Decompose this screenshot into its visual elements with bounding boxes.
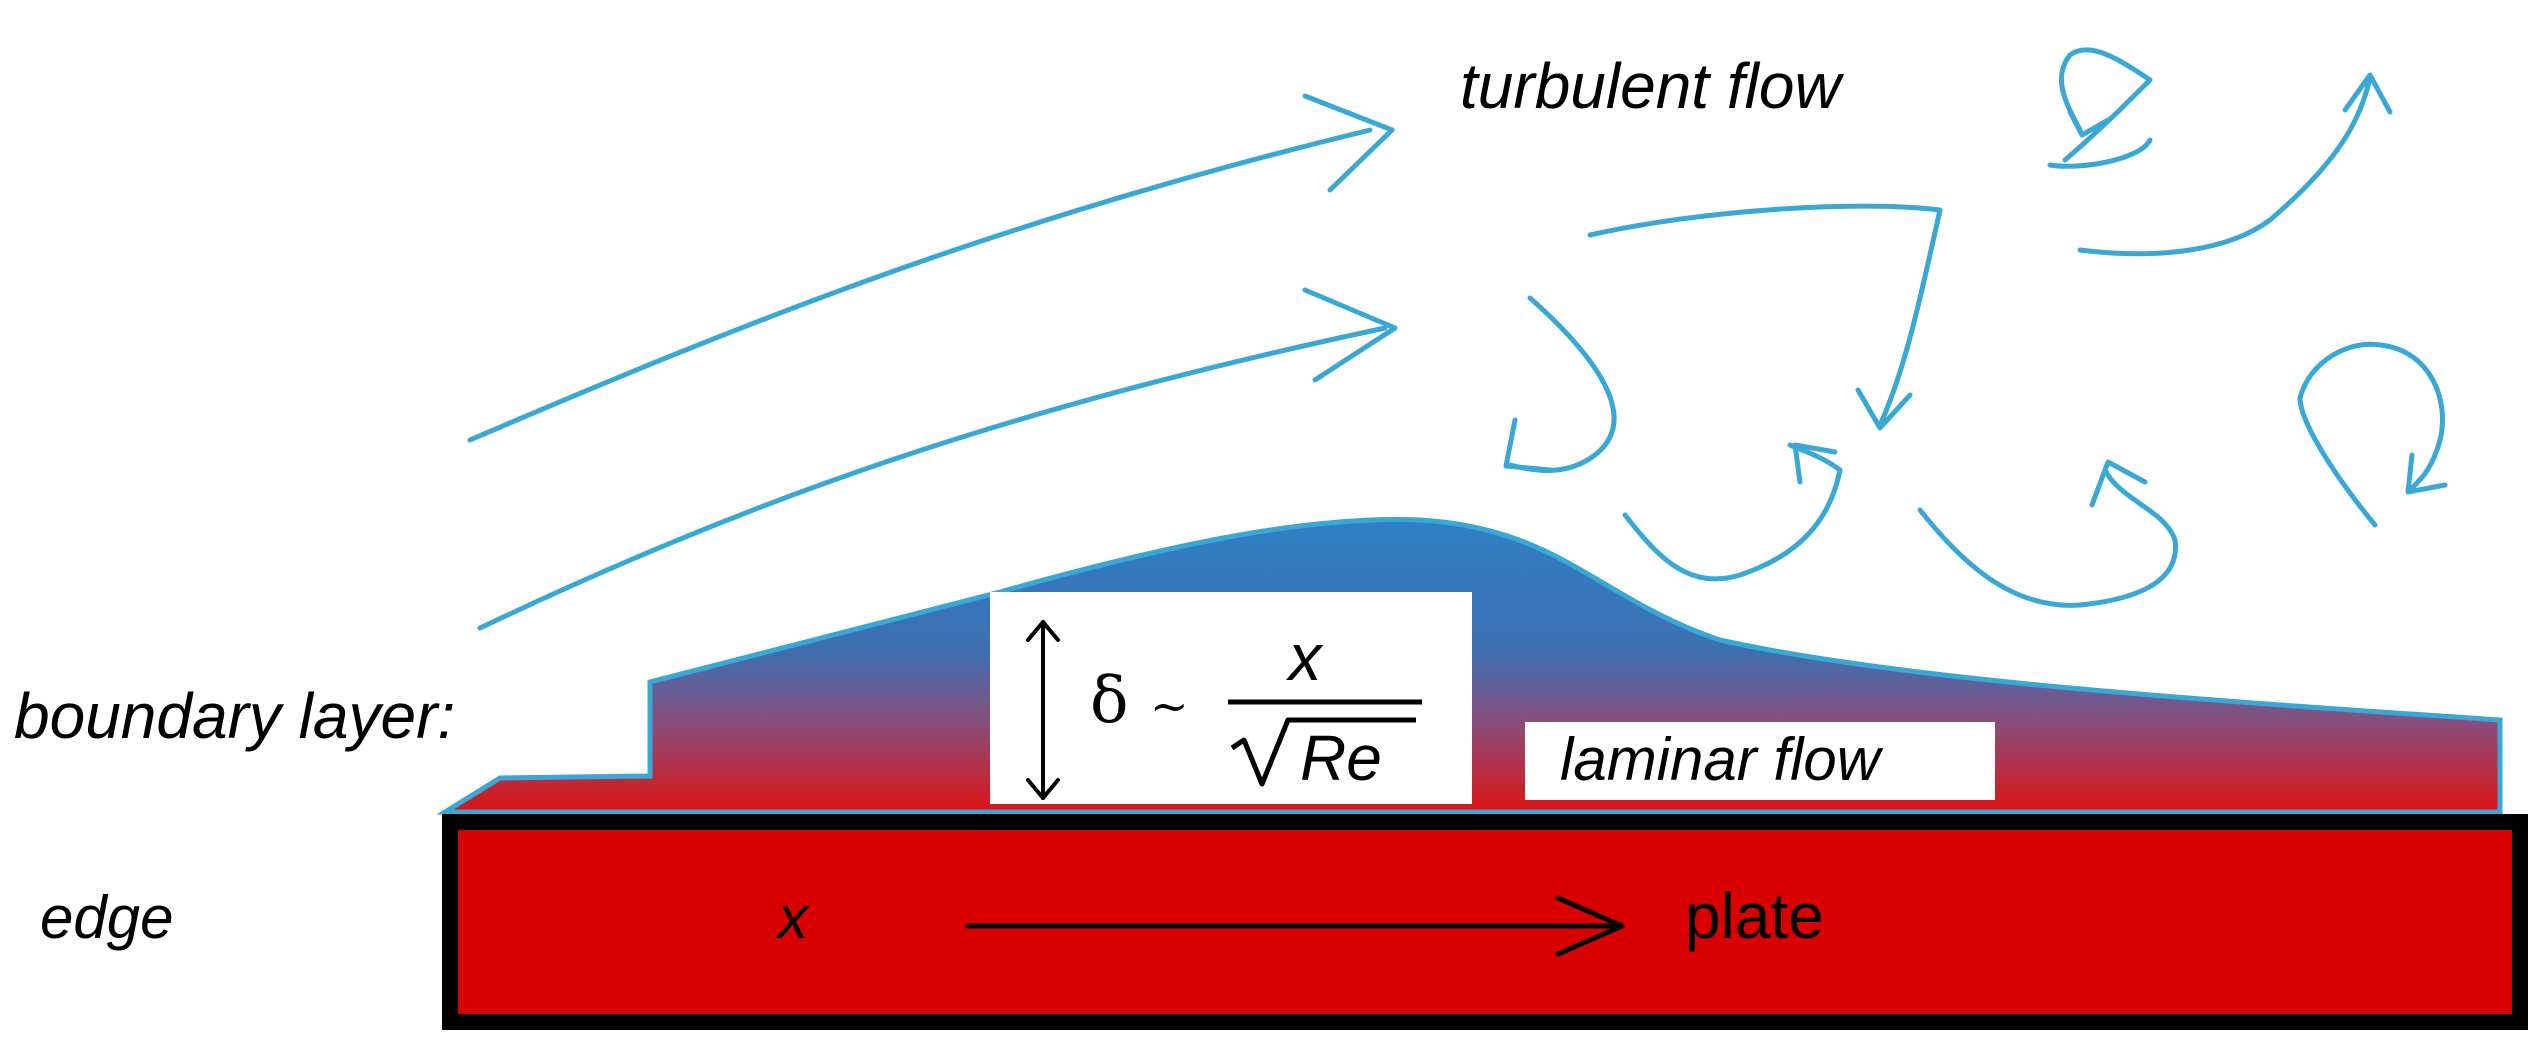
turbulent-swirl-icon [1622, 442, 1843, 582]
plate-label: plate [1685, 880, 1824, 952]
x-direction-arrow-icon [965, 895, 1625, 957]
square-root-icon [1230, 717, 1416, 787]
flow-arrow-head-icon [1302, 287, 1398, 383]
formula-delta: δ [1090, 664, 1129, 738]
formula-denominator: Re [1300, 722, 1382, 794]
flow-arrow-head-icon [2342, 72, 2393, 115]
x-label: x [775, 884, 810, 951]
formula-tilde: ~ [1150, 679, 1189, 733]
flow-arrow-icon [467, 127, 1373, 443]
formula-numerator: x [1286, 620, 1324, 694]
laminar-label-box [1525, 722, 1995, 800]
turbulent-swirl-icon [2077, 75, 2373, 257]
edge-label: edge [40, 884, 173, 951]
turbulent-swirl-icon [1587, 203, 1943, 428]
turbulent-swirl-icon [2297, 341, 2445, 528]
thickness-double-arrow-icon [1026, 620, 1060, 800]
flow-arrow-head-icon [1302, 93, 1395, 193]
flow-arrow-head-icon [2067, 109, 2111, 138]
flow-arrow-head-icon [1503, 417, 1553, 473]
flow-arrow-icon [477, 325, 1388, 631]
flow-arrow-head-icon [2405, 452, 2448, 495]
boundary-layer-region [436, 517, 2503, 815]
turbulent-flow-label: turbulent flow [1460, 50, 1844, 122]
turbulent-swirl-icon [2047, 137, 2153, 169]
turbulent-swirl-icon [1507, 295, 1617, 473]
laminar-flow-label: laminar flow [1560, 726, 1884, 793]
flow-arrow-head-icon [1792, 442, 1838, 485]
boundary-layer-label: boundary layer: [14, 680, 455, 752]
plate [442, 814, 2528, 1030]
turbulent-swirl-icon [1917, 467, 2179, 608]
turbulent-swirl-icon [2058, 47, 2153, 163]
formula-box [990, 592, 1472, 804]
flow-arrow-head-icon [2089, 459, 2148, 508]
flow-arrow-head-icon [1855, 387, 1913, 431]
delta-formula: δ ~ x Re [990, 592, 1472, 804]
